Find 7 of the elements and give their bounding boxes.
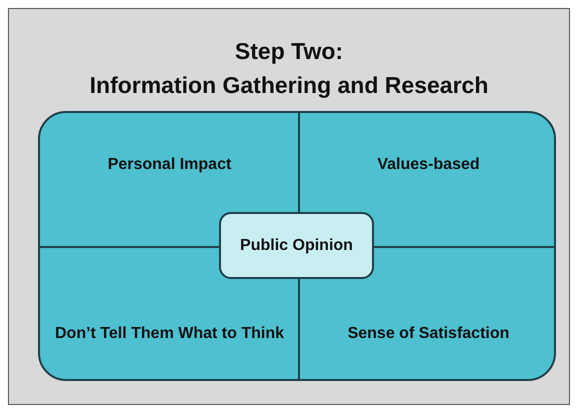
quadrant-label: Personal Impact [108, 154, 232, 174]
center-label: Public Opinion [240, 236, 353, 256]
title: Step Two: Information Gathering and Research [88, 37, 490, 100]
center-box [219, 212, 374, 279]
quadrant-label: Values-based [377, 154, 480, 174]
quadrant-label: Don’t Tell Them What to Think [54, 324, 284, 344]
quadrant-label: Sense of Satisfaction [348, 324, 510, 344]
